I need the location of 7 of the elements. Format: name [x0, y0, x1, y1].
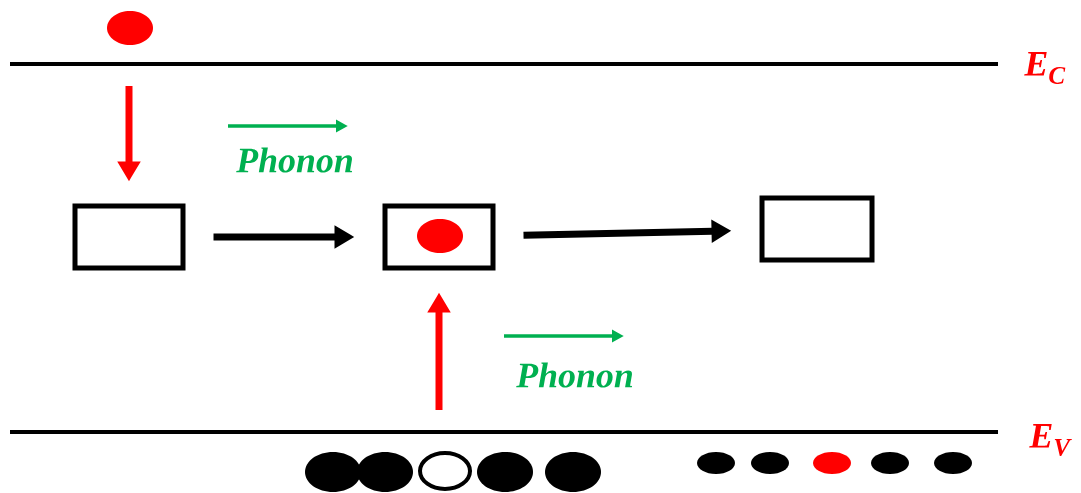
trap-box	[72, 203, 186, 271]
phonon-label: Phonon	[516, 362, 633, 388]
trap-box	[759, 195, 875, 263]
phonon-label: Phonon	[236, 147, 353, 173]
band-line: E$_{V}$	[10, 424, 1072, 456]
trap-box	[382, 203, 496, 271]
band-line: E$_{C}$	[10, 52, 1066, 84]
